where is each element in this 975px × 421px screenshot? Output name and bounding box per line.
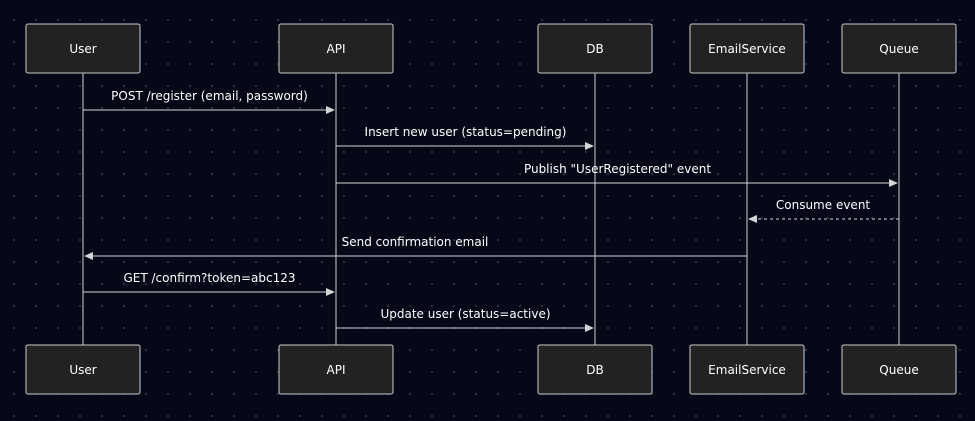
- message-7: Update user (status=active): [336, 307, 594, 332]
- actor-label: API: [327, 42, 346, 56]
- actor-api-bottom: API: [278, 344, 394, 395]
- message-2: Insert new user (status=pending): [336, 125, 594, 150]
- arrowhead-icon: [326, 106, 335, 114]
- message-5: Send confirmation email: [84, 235, 747, 260]
- arrowhead-icon: [585, 324, 594, 332]
- actor-box: [278, 344, 394, 395]
- actor-db-top: DB: [537, 23, 653, 74]
- actor-box: [25, 23, 141, 74]
- actor-email-top: EmailService: [689, 23, 805, 74]
- actor-label: DB: [586, 363, 603, 377]
- messages: POST /register (email, password) Insert n…: [83, 89, 899, 332]
- message-3: Publish "UserRegistered" event: [336, 162, 898, 187]
- actor-box: [537, 23, 653, 74]
- actor-label: User: [69, 363, 96, 377]
- actor-box: [278, 23, 394, 74]
- actor-label: Queue: [879, 42, 918, 56]
- message-label: Insert new user (status=pending): [365, 125, 567, 139]
- actor-label: EmailService: [708, 42, 786, 56]
- actor-box: [689, 344, 805, 395]
- actor-queue-top: Queue: [841, 23, 957, 74]
- actor-label: Queue: [879, 363, 918, 377]
- message-4: Consume event: [748, 198, 899, 223]
- arrowhead-icon: [889, 179, 898, 187]
- arrowhead-icon: [748, 215, 757, 223]
- message-label: Publish "UserRegistered" event: [524, 162, 711, 176]
- actor-box: [537, 344, 653, 395]
- arrowhead-icon: [326, 288, 335, 296]
- actors-bottom: User API DB EmailService Queue: [25, 344, 957, 395]
- lifelines: [82, 73, 900, 345]
- actor-user-bottom: User: [25, 344, 141, 395]
- actor-box: [689, 23, 805, 74]
- actor-api-top: API: [278, 23, 394, 74]
- actors-top: User API DB EmailService Queue: [25, 23, 957, 74]
- arrowhead-icon: [585, 142, 594, 150]
- actor-label: API: [327, 363, 346, 377]
- actor-box: [25, 344, 141, 395]
- message-label: Update user (status=active): [380, 307, 550, 321]
- message-label: Send confirmation email: [342, 235, 489, 249]
- message-label: Consume event: [776, 198, 871, 212]
- message-label: GET /confirm?token=abc123: [123, 271, 295, 285]
- actor-label: User: [69, 42, 96, 56]
- arrowhead-icon: [84, 252, 93, 260]
- message-1: POST /register (email, password): [83, 89, 335, 114]
- actor-user-top: User: [25, 23, 141, 74]
- message-6: GET /confirm?token=abc123: [83, 271, 335, 296]
- actor-box: [841, 344, 957, 395]
- actor-label: DB: [586, 42, 603, 56]
- message-label: POST /register (email, password): [111, 89, 308, 103]
- actor-box: [841, 23, 957, 74]
- actor-db-bottom: DB: [537, 344, 653, 395]
- actor-email-bottom: EmailService: [689, 344, 805, 395]
- actor-label: EmailService: [708, 363, 786, 377]
- actor-queue-bottom: Queue: [841, 344, 957, 395]
